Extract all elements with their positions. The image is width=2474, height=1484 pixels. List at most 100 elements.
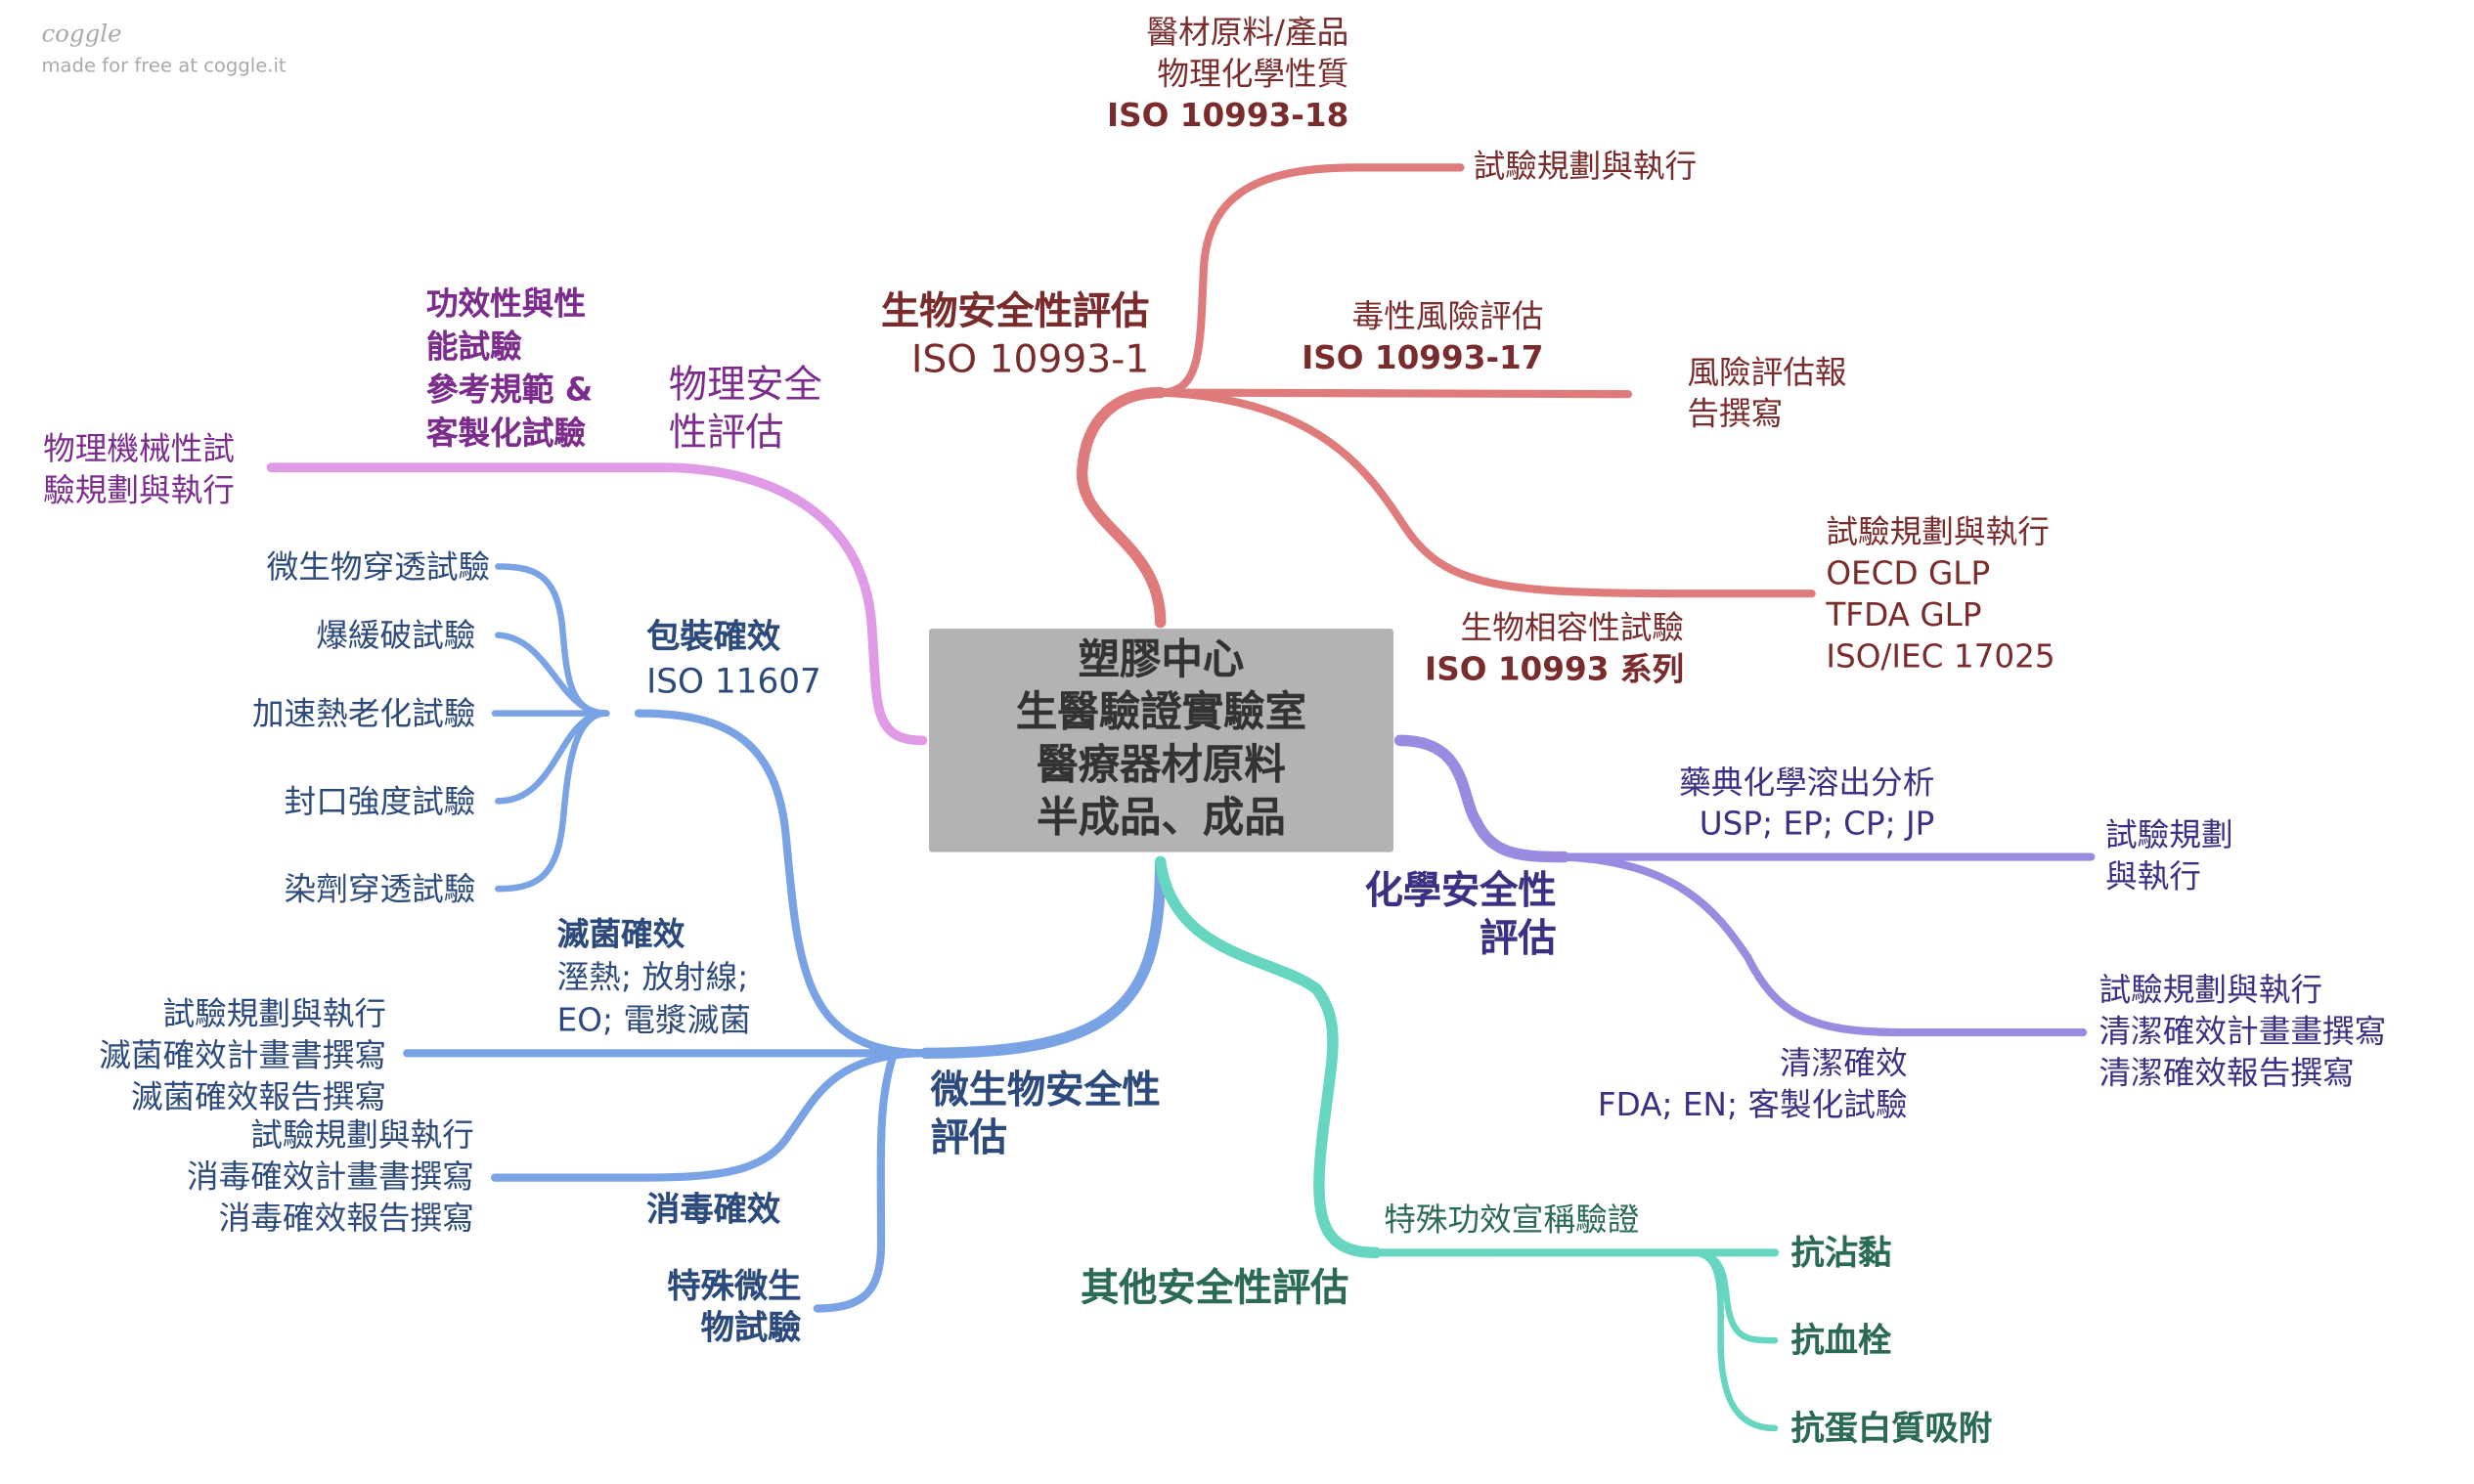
- central-node[interactable]: 塑膠中心 生醫驗證實驗室 醫療器材原料 半成品、成品: [928, 629, 1393, 852]
- node-title: 生物安全性評估: [881, 288, 1150, 334]
- pkg-item[interactable]: 封口強度試驗: [285, 780, 476, 821]
- node-pharmacopeia[interactable]: 藥典化學溶出分析 USP; EP; CP; JP: [1679, 762, 1934, 845]
- node-bio[interactable]: 生物安全性評估 ISO 10993-1: [881, 287, 1149, 383]
- node-text: 消毒確效報告撰寫: [218, 1198, 474, 1238]
- node-text: 毒性風險評估: [1351, 296, 1544, 335]
- coggle-logo: coggle: [41, 19, 122, 48]
- node-text: 客製化試驗: [425, 413, 587, 452]
- coggle-watermark[interactable]: coggle made for free at coggle.it: [41, 20, 286, 77]
- node-standard: ISO 10993 系列: [1425, 649, 1685, 688]
- node-text: 生物相容性試驗: [1460, 607, 1685, 647]
- node-title: 其他安全性評估: [1081, 1265, 1349, 1311]
- node-text: EO; 電漿滅菌: [556, 1000, 751, 1039]
- center-line: 塑膠中心: [1078, 636, 1245, 685]
- node-title: 滅菌確效: [556, 914, 685, 953]
- branch-clean: [1560, 852, 2088, 1037]
- node-text: 封口強度試驗: [284, 781, 476, 821]
- node-cleaning[interactable]: 清潔確效 FDA; EN; 客製化試驗: [1598, 1042, 1908, 1125]
- node-text: 試驗規劃與執行: [2098, 970, 2322, 1009]
- node-sterilization-child[interactable]: 試驗規劃與執行 滅菌確效計畫書撰寫 滅菌確效報告撰寫: [99, 992, 386, 1116]
- pkg-item[interactable]: 爆緩破試驗: [316, 614, 475, 655]
- node-chemical[interactable]: 化學安全性 評估: [1365, 866, 1557, 962]
- branch-disinf: [490, 1049, 922, 1182]
- node-anti-adhesion[interactable]: 抗沾黏: [1790, 1232, 1891, 1273]
- branch-chemical: [1393, 734, 1570, 863]
- branch-item: [1688, 1249, 1779, 1344]
- node-toxic[interactable]: 毒性風險評估 ISO 10993-17: [1302, 295, 1543, 378]
- node-title: 微生物安全性: [930, 1068, 1161, 1113]
- node-text: 告撰寫: [1687, 394, 1784, 433]
- node-performance[interactable]: 功效性與性 能試驗 參考規範 & 客製化試驗: [426, 283, 593, 455]
- node-title: 消毒確效: [646, 1190, 781, 1229]
- node-text: 與執行: [2105, 856, 2201, 895]
- pkg-item[interactable]: 加速熱老化試驗: [252, 692, 476, 733]
- node-text: 試驗規劃與執行: [162, 993, 387, 1033]
- node-other[interactable]: 其他安全性評估: [1081, 1264, 1348, 1312]
- node-text: 試驗規劃與執行: [250, 1114, 474, 1155]
- node-text: 試驗規劃與執行: [1826, 511, 2050, 551]
- node-biocompat[interactable]: 生物相容性試驗 ISO 10993 系列: [1425, 606, 1684, 689]
- node-text: 特殊微生: [667, 1267, 802, 1306]
- node-text: OECD GLP: [1826, 553, 1991, 592]
- node-anti-protein[interactable]: 抗蛋白質吸附: [1790, 1408, 1992, 1449]
- node-text: 試驗規劃與執行: [1473, 147, 1698, 186]
- node-physchem[interactable]: 醫材原料/產品 物理化學性質 ISO 10993-18: [1107, 11, 1348, 135]
- node-cleaning-child[interactable]: 試驗規劃與執行 清潔確效計畫畫撰寫 清潔確效報告撰寫: [2098, 969, 2386, 1093]
- node-special-claim[interactable]: 特殊功效宣稱驗證: [1384, 1199, 1639, 1240]
- node-text: TFDA GLP: [1826, 594, 1982, 634]
- node-packaging[interactable]: 包裝確效 ISO 11607: [646, 614, 821, 703]
- node-text: 驗規劃與執行: [43, 470, 235, 509]
- center-line: 醫療器材原料: [1037, 742, 1286, 790]
- node-sterilization[interactable]: 滅菌確效 溼熱; 放射線; EO; 電漿滅菌: [557, 913, 751, 1042]
- node-text: ISO/IEC 17025: [1826, 636, 2055, 676]
- branch-biocompat: [1156, 388, 1816, 598]
- watermark-text: made for free at coggle.it: [41, 54, 287, 77]
- node-standard: ISO 10993-18: [1106, 95, 1349, 135]
- node-standard: ISO 10993-1: [910, 336, 1150, 382]
- node-text: 消毒確效計畫書撰寫: [186, 1157, 474, 1196]
- node-toxic-child[interactable]: 風險評估報 告撰寫: [1687, 351, 1846, 434]
- node-text: 醫材原料/產品: [1146, 13, 1349, 52]
- node-disinfection-child[interactable]: 試驗規劃與執行 消毒確效計畫書撰寫 消毒確效報告撰寫: [187, 1113, 474, 1238]
- branch-item: [1688, 1249, 1779, 1432]
- node-text: 抗蛋白質吸附: [1790, 1409, 1993, 1448]
- center-line: 半成品、成品: [1037, 794, 1286, 843]
- node-anti-thrombus[interactable]: 抗血栓: [1790, 1320, 1891, 1361]
- node-text: 特殊功效宣稱驗證: [1384, 1200, 1640, 1239]
- node-physical-child[interactable]: 物理機械性試 驗規劃與執行: [43, 427, 235, 510]
- node-text: 功效性與性: [425, 284, 587, 323]
- pkg-item-line: [495, 710, 610, 893]
- node-pharmacopeia-child[interactable]: 試驗規劃 與執行: [2105, 813, 2233, 896]
- node-standard: ISO 11607: [646, 662, 821, 701]
- pkg-item[interactable]: 微生物穿透試驗: [267, 546, 491, 587]
- node-title: 包裝確效: [646, 617, 781, 656]
- node-micro[interactable]: 微生物安全性 評估: [931, 1066, 1161, 1161]
- node-special-micro[interactable]: 特殊微生 物試驗: [667, 1265, 801, 1348]
- node-text: 參考規範 &: [425, 370, 594, 409]
- node-standard: ISO 10993-17: [1302, 338, 1544, 377]
- node-text: 藥典化學溶出分析: [1679, 763, 1935, 802]
- node-text: 微生物穿透試驗: [266, 546, 491, 587]
- pkg-item[interactable]: 染劑穿透試驗: [285, 868, 476, 909]
- node-text: 能試驗: [425, 327, 522, 366]
- node-text: 染劑穿透試驗: [284, 869, 476, 908]
- node-text: 爆緩破試驗: [316, 616, 476, 655]
- center-line: 生醫驗證實驗室: [1015, 689, 1307, 738]
- node-biocompat-child[interactable]: 試驗規劃與執行 OECD GLP TFDA GLP ISO/IEC 17025: [1826, 510, 2054, 677]
- branch-special: [813, 1049, 899, 1313]
- node-text: 物試驗: [700, 1308, 802, 1347]
- node-text: 抗沾黏: [1790, 1233, 1892, 1272]
- node-standard: USP; EP; CP; JP: [1699, 804, 1935, 843]
- node-disinfection[interactable]: 消毒確效: [646, 1189, 780, 1230]
- branch-toxic: [1156, 388, 1633, 399]
- node-physical[interactable]: 物理安全 性評估: [669, 361, 822, 457]
- node-physchem-child[interactable]: 試驗規劃與執行: [1474, 146, 1698, 187]
- pkg-item-line: [495, 632, 610, 717]
- node-text: 試驗規劃: [2105, 815, 2233, 854]
- node-title: 性評估: [668, 410, 784, 456]
- branch-physical: [266, 462, 928, 746]
- node-standard: FDA; EN; 客製化試驗: [1597, 1084, 1908, 1124]
- node-text: 滅菌確效報告撰寫: [130, 1076, 387, 1115]
